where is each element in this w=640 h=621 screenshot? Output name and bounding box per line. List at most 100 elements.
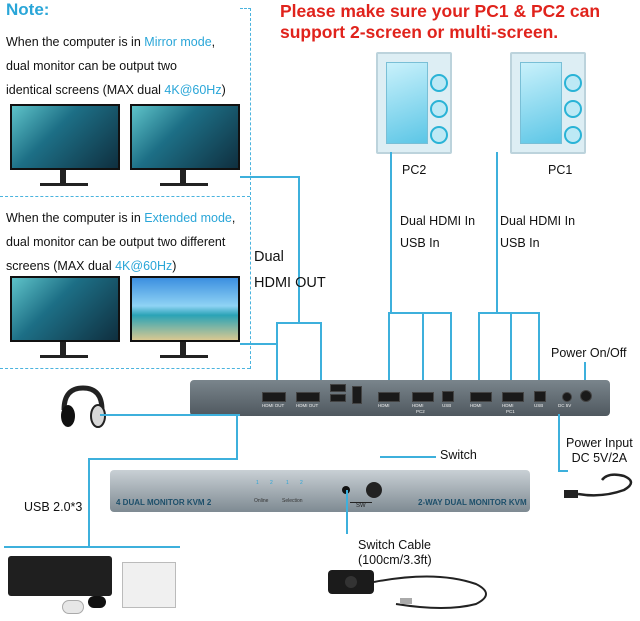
- pc1-label: PC1: [548, 163, 573, 177]
- cable: [478, 312, 538, 314]
- pc2-inputs-label: Dual HDMI In USB In: [400, 210, 475, 254]
- extended-line1: When the computer is in: [6, 211, 141, 225]
- cable: [478, 312, 480, 382]
- extended-res: 4K@60Hz: [115, 259, 173, 273]
- cable: [100, 414, 240, 416]
- cable: [88, 458, 238, 460]
- usb-power-cable-icon: [562, 468, 638, 508]
- extended-line2: dual monitor can be output two different: [6, 235, 226, 249]
- hdmi-out-label: HDMI OUT: [254, 275, 326, 291]
- cable: [558, 414, 560, 470]
- usb-in-label: USB In: [500, 236, 540, 250]
- switch-cable-icon: [326, 560, 512, 616]
- warning-text: Please make sure your PC1 & PC2 can supp…: [280, 1, 640, 43]
- monitor-mirror-right: [130, 104, 240, 190]
- mirror-line3: identical screens (MAX dual: [6, 83, 161, 97]
- led-number: 1: [256, 480, 259, 486]
- power-onoff-label: Power On/Off: [551, 346, 627, 360]
- dual-hdmi-in-label: Dual HDMI In: [400, 214, 476, 228]
- extended-line3: screens (MAX dual: [6, 259, 112, 273]
- device-front-right-label: 2-WAY DUAL MONITOR KVM: [418, 498, 527, 507]
- warning-line1: Please make sure your PC1 & PC2 can: [280, 1, 601, 21]
- port-label: HDMI: [378, 403, 390, 408]
- port-label: USB: [442, 403, 452, 408]
- mouse-icon: [62, 600, 84, 614]
- cable: [276, 322, 320, 324]
- extended-mode-text: When the computer is in Extended mode, d…: [6, 206, 246, 278]
- port-label: PC2: [416, 409, 425, 414]
- port-label: HDMI: [470, 403, 482, 408]
- cable: [422, 312, 424, 382]
- switch-cable-length: (100cm/3.3ft): [358, 553, 432, 567]
- usb-in-label: USB In: [400, 236, 440, 250]
- mirror-res: 4K@60Hz: [164, 83, 222, 97]
- cable: [390, 152, 392, 312]
- cable: [584, 362, 586, 382]
- power-spec-text: DC 5V/2A: [571, 451, 628, 465]
- led-selection-label: Selection: [282, 498, 303, 504]
- port-label: USB: [534, 403, 544, 408]
- switch-cable-text: Switch Cable: [358, 538, 431, 552]
- headphones-icon: [58, 384, 106, 428]
- cable: [4, 546, 180, 548]
- mouse-icon: [88, 596, 106, 608]
- divider-bottom: [0, 368, 250, 369]
- device-front-left-label: 4 DUAL MONITOR KVM 2: [116, 498, 212, 507]
- extended-mode-highlight: Extended mode: [144, 211, 232, 225]
- kvm-rear-panel: HDMI OUT HDMI OUT HDMI HDMI PC2 USB HDMI…: [190, 380, 610, 416]
- note-title: Note:: [6, 0, 50, 19]
- mirror-line2: dual monitor can be output two: [6, 59, 177, 73]
- port-label: DC 5V: [558, 403, 572, 408]
- cable: [276, 322, 278, 380]
- usb20-label: USB 2.0*3: [24, 500, 83, 514]
- cable: [558, 470, 568, 472]
- cable: [298, 176, 300, 324]
- dual-hdmi-in-label: Dual HDMI In: [500, 214, 576, 228]
- dual-hdmi-out-label: Dual HDMI OUT: [254, 244, 326, 296]
- monitor-extended-left: [10, 276, 120, 362]
- led-online-label: Online: [254, 498, 269, 504]
- cable: [450, 312, 452, 382]
- cable: [236, 416, 238, 458]
- warning-line2: support 2-screen or multi-screen.: [280, 22, 559, 42]
- cable: [538, 312, 540, 382]
- cable: [88, 458, 90, 546]
- cable: [320, 322, 322, 380]
- kvm-front-panel: 4 DUAL MONITOR KVM 2 2-WAY DUAL MONITOR …: [110, 470, 530, 512]
- cable: [240, 176, 300, 178]
- port-label: HDMI: [502, 403, 514, 408]
- pc2-label: PC2: [402, 163, 427, 177]
- cable: [240, 343, 276, 345]
- port-label: PC1: [506, 409, 515, 414]
- sw-label: SW: [350, 502, 372, 509]
- cable: [390, 312, 450, 314]
- port-label: HDMI OUT: [262, 403, 285, 408]
- dashed-connector: [240, 8, 251, 369]
- mirror-line1: When the computer is in: [6, 35, 141, 49]
- switch-button[interactable]: [366, 482, 382, 498]
- led-number: 2: [270, 480, 273, 486]
- mirror-mode-text: When the computer is in Mirror mode, dua…: [6, 30, 246, 102]
- cable: [510, 312, 512, 382]
- dual-label: Dual: [254, 249, 284, 265]
- mirror-mode-highlight: Mirror mode: [144, 35, 212, 49]
- cable: [346, 490, 348, 534]
- led-number: 1: [286, 480, 289, 486]
- port-label: HDMI OUT: [296, 403, 319, 408]
- cable: [388, 312, 390, 382]
- monitor-extended-right: [130, 276, 240, 362]
- keyboard-icon: [8, 556, 112, 596]
- power-input-label: Power Input DC 5V/2A: [566, 436, 633, 466]
- switch-label: Switch: [440, 448, 477, 462]
- cable: [380, 456, 436, 458]
- led-number: 2: [300, 480, 303, 486]
- pc1-inputs-label: Dual HDMI In USB In: [500, 210, 575, 254]
- pc1-tower: [510, 52, 586, 154]
- cable: [496, 152, 498, 312]
- divider: [0, 196, 250, 197]
- power-input-text: Power Input: [566, 436, 633, 450]
- monitor-mirror-left: [10, 104, 120, 190]
- switch-cable-label: Switch Cable (100cm/3.3ft): [358, 538, 432, 568]
- pc2-tower: [376, 52, 452, 154]
- printer-icon: [122, 562, 176, 608]
